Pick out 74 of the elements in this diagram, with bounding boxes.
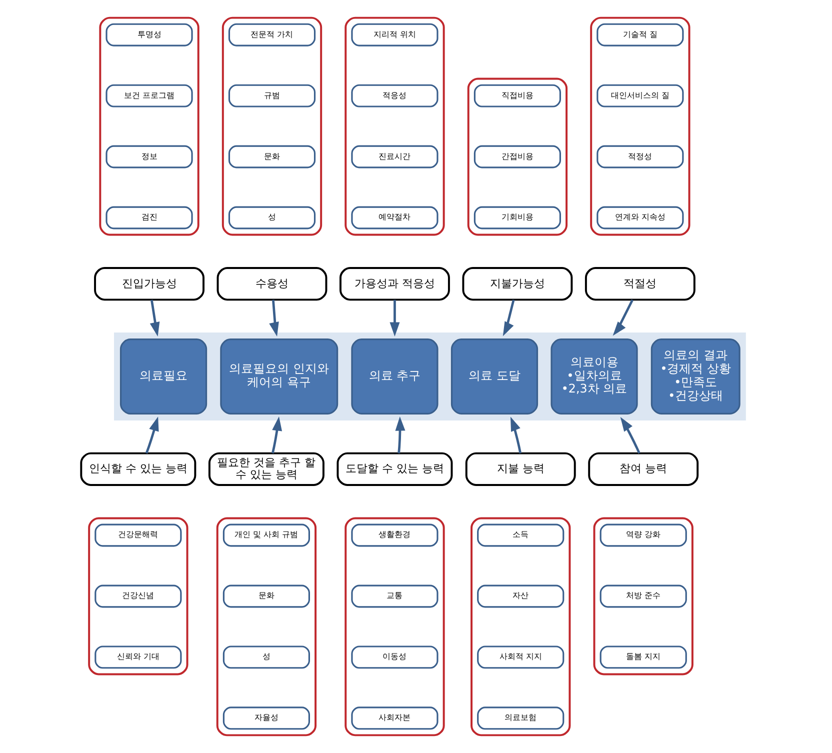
node-box: 의료보험	[476, 706, 564, 730]
node-box: 기회비용	[473, 206, 560, 230]
arrow	[389, 300, 400, 337]
cluster	[344, 517, 444, 736]
node-box: 성	[228, 206, 316, 230]
cluster	[216, 517, 316, 736]
node-box: 예약절차	[350, 206, 438, 230]
node-box: 간접비용	[473, 145, 560, 168]
cluster	[592, 517, 693, 676]
node-box: 규범	[228, 84, 316, 108]
cluster	[98, 16, 199, 236]
node-box: 지불 능력	[464, 452, 576, 486]
node-box: 가용성과 적응성	[339, 267, 450, 301]
node-box: 건강신념	[94, 584, 182, 608]
node-box: 인식할 수 있는 능력	[80, 452, 196, 486]
cluster	[470, 517, 570, 736]
node-box: 전문적 가치	[228, 23, 316, 46]
node-box: 보건 프로그램	[105, 84, 192, 108]
node-box: 자율성	[222, 706, 310, 730]
arrow	[149, 300, 160, 336]
node-box: 진료시간	[350, 145, 438, 168]
node-box: 문화	[228, 145, 316, 168]
node-box: 진입가능성	[94, 267, 204, 301]
node-box: 지불가능성	[462, 267, 572, 301]
cluster	[590, 16, 690, 236]
node-box: 의료 도달	[450, 338, 538, 414]
node-box: 대인서비스의 질	[596, 84, 684, 108]
node-box: 적정성	[596, 145, 684, 168]
arrow	[620, 417, 640, 454]
node-box: 검진	[105, 206, 192, 230]
node-box: 직접비용	[473, 84, 560, 108]
node-box: 신뢰와 기대	[94, 646, 182, 669]
node-box: 의료 추구	[350, 338, 438, 414]
node-box: 의료이용 •일차의료 •2,3차 의료	[550, 338, 638, 414]
node-box: 처방 준수	[599, 584, 686, 608]
node-box: 사회적 지지	[476, 646, 564, 669]
arrow	[510, 416, 522, 454]
cluster	[344, 16, 444, 236]
cluster	[88, 517, 188, 676]
node-box: 개인 및 사회 규범	[222, 524, 310, 547]
node-box: 의료필요	[119, 338, 207, 414]
node-box: 건강문해력	[94, 524, 182, 547]
node-box: 도달할 수 있는 능력	[336, 452, 452, 486]
node-box: 정보	[105, 145, 192, 168]
arrow	[612, 299, 634, 336]
node-box: 자산	[476, 584, 564, 608]
arrow	[271, 416, 282, 454]
cluster	[466, 78, 568, 236]
node-box: 적절성	[584, 267, 695, 301]
node-box: 사회자본	[350, 706, 438, 730]
node-box: 의료필요의 인지와 케어의 욕구	[220, 338, 338, 414]
node-box: 참여 능력	[588, 452, 698, 486]
node-box: 문화	[222, 584, 310, 608]
node-box: 투명성	[105, 23, 192, 46]
node-box: 돌봄 지지	[599, 646, 686, 669]
node-box: 역량 강화	[599, 524, 686, 547]
node-box: 지리적 위치	[350, 23, 438, 46]
node-box: 생활환경	[350, 524, 438, 547]
node-box: 이동성	[350, 646, 438, 669]
node-box: 소득	[476, 524, 564, 547]
node-box: 의료의 결과 •경제적 상황 •만족도 •건강상태	[650, 338, 740, 414]
arrow	[268, 300, 278, 336]
cluster	[114, 332, 746, 420]
node-box: 연계와 지속성	[596, 206, 684, 230]
node-box: 적응성	[350, 84, 438, 108]
node-box: 기술적 질	[596, 23, 684, 46]
arrow	[394, 416, 405, 454]
cluster	[221, 16, 322, 236]
arrow	[144, 416, 158, 454]
node-box: 필요한 것을 추구 할 수 있는 능력	[208, 452, 324, 486]
node-box: 교통	[350, 584, 438, 608]
node-box: 수용성	[216, 267, 327, 301]
node-box: 성	[222, 646, 310, 669]
arrow	[502, 300, 514, 336]
